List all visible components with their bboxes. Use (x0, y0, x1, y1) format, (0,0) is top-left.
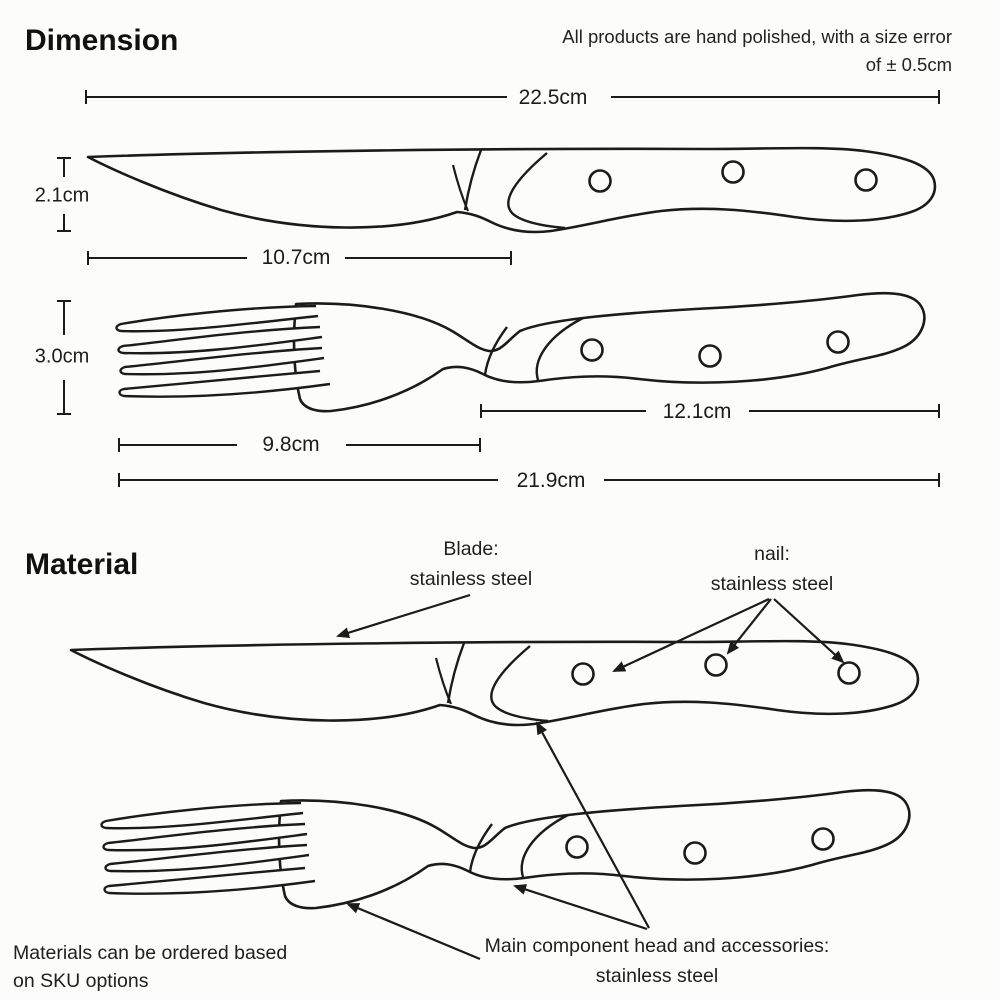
nail-material-label-line2: stainless steel (710, 573, 834, 596)
arrow-main-fork-neck (346, 902, 481, 961)
dimension-line-knife-blade-length (87, 251, 512, 265)
dimension-line-fork-total (118, 473, 940, 487)
main-component-label-line1: Main component head and accessories: (484, 935, 830, 957)
dimension-line-knife-total (85, 90, 940, 104)
annotation-arrows (336, 593, 845, 961)
blade-material-label-line2: stainless steel (409, 568, 533, 591)
arrow-main-fork-bolster (513, 884, 648, 931)
knife-blade-length-label: 10.7cm (261, 246, 331, 269)
tolerance-note-line2: of ± 0.5cm (865, 53, 952, 75)
arrow-nail-right (773, 598, 845, 664)
tolerance-note-line1: All products are hand polished, with a s… (562, 26, 952, 47)
sku-note-line1: Materials can be ordered based (13, 942, 288, 964)
knife-drawing-material (69, 639, 920, 727)
sku-note-line2: on SKU options (13, 970, 149, 993)
tolerance-note: All products are hand polished, with a s… (562, 23, 952, 79)
blade-material-label: Blade: stainless steel (410, 534, 532, 594)
knife-total-length-label: 22.5cm (518, 86, 588, 109)
fork-total-length-label: 21.9cm (516, 469, 586, 492)
material-section-title: Material (25, 548, 139, 581)
knife-blade-width-label: 2.1cm (34, 184, 90, 207)
arrow-nail-left (612, 598, 770, 672)
nail-material-label-line1: nail: (754, 543, 790, 565)
arrow-nail-middle (726, 598, 772, 655)
sku-note: Materials can be ordered based on SKU op… (13, 939, 287, 996)
fork-handle-length-label: 12.1cm (662, 400, 732, 423)
fork-drawing-dimension (115, 291, 926, 413)
fork-head-length-label: 9.8cm (262, 433, 320, 456)
main-component-label-line2: stainless steel (595, 965, 719, 988)
arrow-blade (336, 593, 471, 638)
arrow-main-knife (536, 721, 650, 929)
dimension-line-knife-blade-width (57, 157, 71, 232)
dimension-line-fork-head-length (118, 438, 481, 452)
dimension-section-title: Dimension (25, 24, 179, 57)
knife-drawing-dimension (86, 146, 937, 234)
dimension-lines (57, 90, 940, 487)
dimension-line-fork-head-width (57, 300, 71, 415)
blade-material-label-line1: Blade: (443, 538, 499, 560)
main-component-material-label: Main component head and accessories: sta… (485, 931, 830, 991)
fork-head-width-label: 3.0cm (34, 345, 90, 368)
dimension-line-fork-handle-length (480, 404, 940, 418)
nail-material-label: nail: stainless steel (711, 539, 833, 599)
fork-drawing-material (100, 788, 911, 910)
